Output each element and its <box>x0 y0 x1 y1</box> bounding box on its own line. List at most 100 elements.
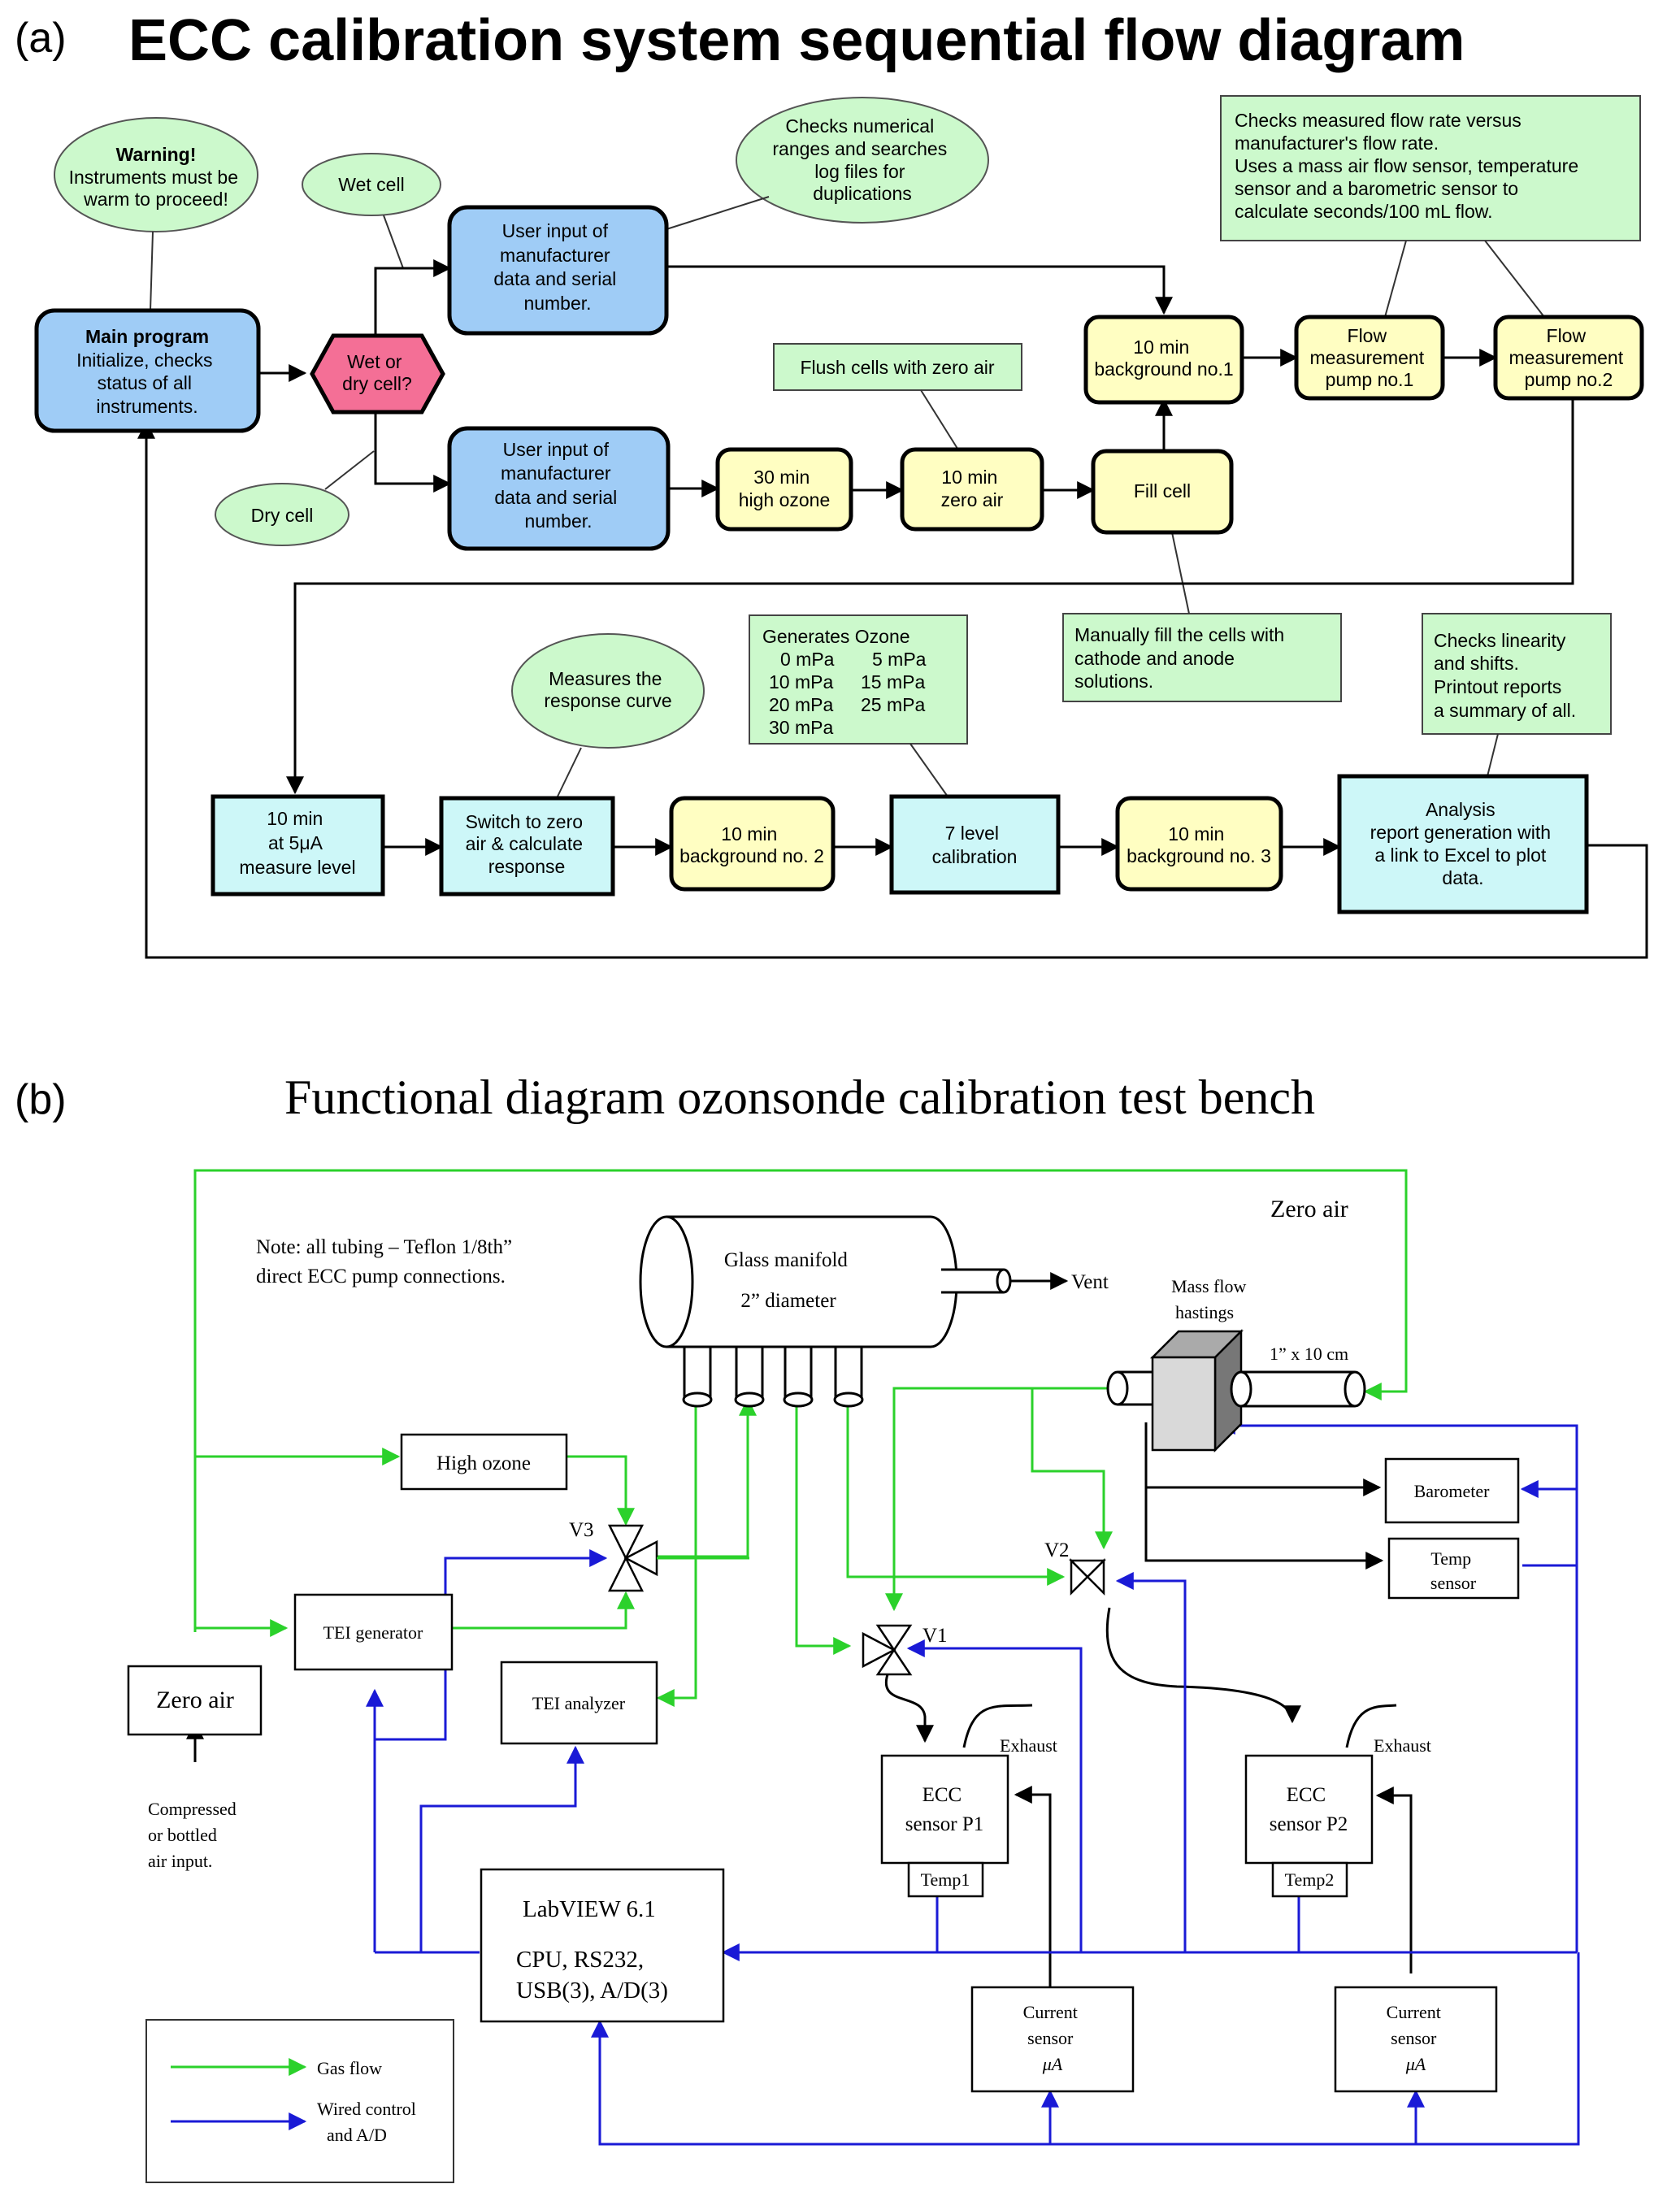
manifold-label: Glass manifold 2” diameter <box>724 1249 853 1312</box>
linearity-note-text: Checks linearity and shifts. Printout re… <box>1434 630 1576 721</box>
current-sensor-1-box <box>970 1986 1135 2093</box>
linearity-note <box>1422 613 1612 735</box>
fill-cell-step-text: Fill cell <box>1134 480 1191 501</box>
panel-a-label: (a) <box>15 15 67 62</box>
tube-size-label: 1” x 10 cm <box>1270 1344 1348 1364</box>
dry-cell-label: Dry cell <box>251 505 314 526</box>
current-sensor-2-label: Current sensor μA <box>1387 2002 1446 2074</box>
ecc-sensor-p2-label: ECC sensor P2 <box>1270 1784 1348 1835</box>
v1-label: V1 <box>922 1625 948 1647</box>
manifold-ports <box>682 1347 864 1408</box>
panel-b: (b) Functional diagram ozonsonde calibra… <box>15 1070 1580 2183</box>
panel-b-title: Functional diagram ozonsonde calibration… <box>284 1070 1315 1124</box>
valve-v1 <box>862 1624 913 1676</box>
analysis-step <box>1337 774 1589 914</box>
temp-sensor-box <box>1387 1537 1520 1600</box>
pump-2-step-text: Flow measurement pump no.2 <box>1509 325 1628 390</box>
high-ozone-box <box>400 1433 568 1491</box>
flow-rate-note <box>1220 95 1641 241</box>
temp1-label: Temp1 <box>921 1869 970 1890</box>
mass-flow-meter <box>1106 1328 1366 1453</box>
tubing-note: Note: all tubing – Teflon 1/8th” direct … <box>256 1236 517 1287</box>
decision-text: Wet or dry cell? <box>342 351 412 394</box>
panel-a-title: ECC calibration system sequential flow d… <box>128 8 1465 73</box>
warning-bubble-text: Warning! <box>116 144 197 165</box>
panel-a: (a) ECC calibration system sequential fl… <box>15 8 1648 959</box>
seven-level-calibration-step <box>889 794 1061 895</box>
switch-zero-air-step <box>439 796 615 897</box>
high-ozone-label: High ozone <box>436 1452 531 1474</box>
legend-wired-label: Wired control and A/D <box>317 2099 420 2145</box>
background-3-step-text: 10 min background no. 3 <box>1127 823 1271 866</box>
temp2-label: Temp2 <box>1285 1869 1335 1890</box>
barometer-box <box>1384 1457 1520 1524</box>
tei-generator-label: TEI generator <box>323 1622 423 1643</box>
checks-bubble-text: Checks numerical ranges and searches log… <box>772 115 952 204</box>
exhaust-1-label: Exhaust <box>1000 1735 1057 1756</box>
legend-gas-label: Gas flow <box>317 2058 382 2078</box>
ozone-levels-note-text: Generates Ozone 0 mPa 5 mPa 10 mPa 15 mP… <box>762 626 931 738</box>
current-sensor-1-label: Current sensor μA <box>1023 2002 1083 2074</box>
manual-fill-note-text: Manually fill the cells with cathode and… <box>1074 624 1290 692</box>
dry-user-input-text: User input of manufacturer data and seri… <box>494 439 622 532</box>
temp-sensor-label: Temp sensor <box>1430 1548 1477 1593</box>
v3-label: V3 <box>569 1519 594 1541</box>
background-1-step <box>1083 315 1244 405</box>
compressed-air-label: Compressed or bottled air input. <box>148 1799 241 1871</box>
dry-cell-bubble <box>215 483 349 546</box>
zero-air-box <box>127 1665 263 1736</box>
mass-flow-label: Mass flow hastings <box>1171 1276 1251 1322</box>
ecc-sensor-p2-box <box>1244 1754 1374 1865</box>
wet-cell-label: Wet cell <box>338 174 404 195</box>
pump-1-step-text: Flow measurement pump no.1 <box>1309 325 1429 390</box>
tei-generator-box <box>293 1593 454 1671</box>
main-program-text: Initialize, checks status of all instrum… <box>76 350 218 417</box>
labview-label: LabVIEW 6.1 CPU, RS232, USB(3), A/D(3) <box>516 1896 668 2004</box>
glass-manifold <box>639 1215 1012 1408</box>
high-ozone-step-text: 30 min high ozone <box>739 467 831 510</box>
pump-1-step <box>1294 315 1445 401</box>
measure-level-step <box>211 794 385 897</box>
legend: Gas flow Wired control and A/D <box>145 2019 454 2183</box>
pump-2-step <box>1493 315 1644 401</box>
tei-analyzer-box <box>500 1661 658 1745</box>
barometer-label: Barometer <box>1414 1481 1491 1501</box>
wet-or-dry-decision <box>310 333 445 415</box>
checks-bubble <box>736 97 989 224</box>
flush-note <box>773 343 1022 391</box>
valve-v2 <box>1068 1557 1107 1596</box>
ozone-levels-note <box>749 614 968 745</box>
labview-box <box>480 1868 725 2023</box>
wet-cell-bubble <box>302 153 441 216</box>
tei-analyzer-label: TEI analyzer <box>532 1693 626 1713</box>
flush-note-text: Flush cells with zero air <box>800 357 994 378</box>
dry-user-input-box <box>447 426 671 551</box>
response-bubble-text: Measures the response curve <box>544 668 671 711</box>
wet-user-input-box <box>447 205 669 336</box>
zero-air-box-label: Zero air <box>156 1687 234 1713</box>
background-2-step-text: 10 min background no. 2 <box>679 823 824 866</box>
warning-bubble-body: Instruments must be warm to proceed! <box>69 167 244 210</box>
v2-label: V2 <box>1044 1539 1070 1561</box>
background-1-step-text: 10 min background no.1 <box>1094 336 1233 380</box>
legend-box <box>145 2019 454 2183</box>
switch-zero-air-step-text: Switch to zero air & calculate response <box>466 811 588 877</box>
flow-rate-note-text: Checks measured flow rate versus manufac… <box>1235 110 1584 222</box>
warning-bubble <box>54 117 258 232</box>
seven-level-calibration-step-text: 7 level calibration <box>932 823 1018 867</box>
ecc-sensor-p1-box <box>880 1754 1009 1865</box>
temp2-box <box>1271 1861 1348 1898</box>
background-2-step <box>669 796 836 892</box>
ecc-sensor-p1-label: ECC sensor P1 <box>905 1784 984 1835</box>
current-sensor-2-box <box>1334 1986 1498 2093</box>
wet-user-input-text: User input of manufacturer data and seri… <box>493 220 621 314</box>
panel-b-label: (b) <box>15 1076 67 1123</box>
vent-label: Vent <box>1071 1271 1109 1293</box>
analysis-step-text: Analysis report generation with a link t… <box>1370 799 1556 888</box>
main-program-box <box>34 308 261 433</box>
valve-v3 <box>607 1524 658 1592</box>
manual-fill-note <box>1062 613 1342 702</box>
background-3-step <box>1115 796 1283 892</box>
response-bubble <box>511 633 705 749</box>
